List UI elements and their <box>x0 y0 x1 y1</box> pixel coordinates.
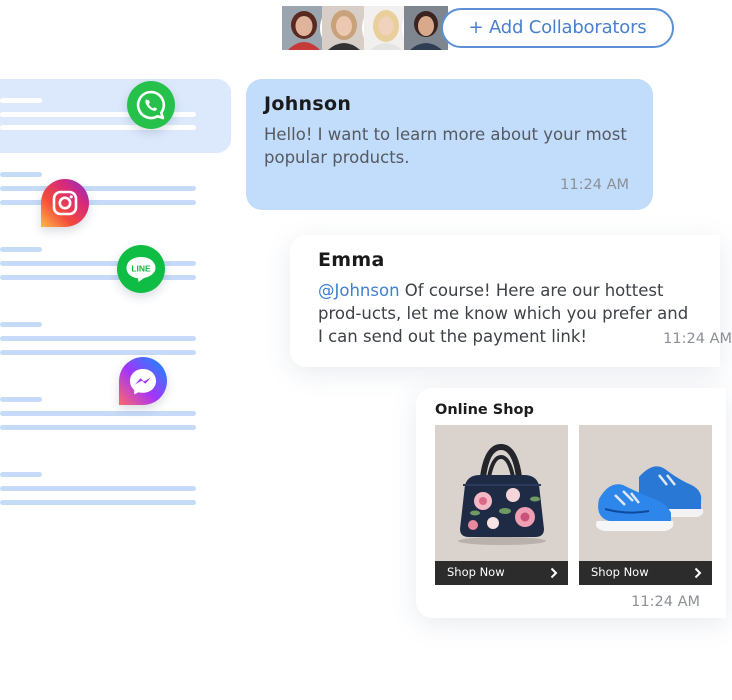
shop-now-button[interactable]: Shop Now <box>435 561 568 585</box>
product-card-bag[interactable]: Shop Now <box>435 425 568 585</box>
list-placeholder-bar <box>0 200 196 205</box>
product-card-sneakers[interactable]: Shop Now <box>579 425 712 585</box>
messenger-icon <box>119 357 167 405</box>
list-placeholder-bar <box>0 350 196 355</box>
conversation-item-active[interactable] <box>0 79 231 153</box>
list-placeholder-bar <box>0 397 42 402</box>
svg-text:LINE: LINE <box>131 264 151 274</box>
collaborator-avatars <box>280 4 460 54</box>
shop-now-label: Shop Now <box>591 565 649 579</box>
message-sender: Emma <box>318 249 385 271</box>
list-placeholder-bar <box>0 98 42 103</box>
message-text: @Johnson Of course! Here are our hottest… <box>318 279 692 348</box>
list-placeholder-bar <box>0 425 196 430</box>
blue-sneakers-image <box>579 425 712 561</box>
collaborator-avatar-3[interactable] <box>362 4 410 52</box>
message-sender: Johnson <box>264 93 352 115</box>
message-time: 11:24 AM <box>631 594 700 610</box>
list-placeholder-bar <box>0 500 196 505</box>
list-placeholder-bar <box>0 411 196 416</box>
list-placeholder-bar <box>0 472 42 477</box>
list-placeholder-bar <box>0 322 42 327</box>
message-bubble-emma: Emma @Johnson Of course! Here are our ho… <box>290 235 732 367</box>
collaborator-avatar-4[interactable] <box>402 4 450 52</box>
message-text: Hello! I want to learn more about your m… <box>264 125 627 167</box>
mention-link[interactable]: @Johnson <box>318 281 400 300</box>
list-placeholder-bar <box>0 125 196 130</box>
list-placeholder-bar <box>0 336 196 341</box>
collaborator-avatar-1[interactable] <box>280 4 328 52</box>
chevron-right-icon <box>550 567 558 579</box>
list-placeholder-bar <box>0 186 196 191</box>
shop-now-button[interactable]: Shop Now <box>579 561 712 585</box>
line-icon: LINE <box>117 245 165 293</box>
list-placeholder-bar <box>0 172 42 177</box>
instagram-icon <box>41 179 89 227</box>
floral-bag-image <box>435 425 568 561</box>
chevron-right-icon <box>694 567 702 579</box>
shop-title: Online Shop <box>435 402 534 418</box>
online-shop-card: Online Shop Shop Now <box>416 388 726 618</box>
message-bubble-johnson: Johnson Hello! I want to learn more abou… <box>246 79 653 210</box>
message-time: 11:24 AM <box>663 331 732 347</box>
list-placeholder-bar <box>0 247 42 252</box>
list-placeholder-bar <box>0 112 196 117</box>
message-body: Of course! Here are our hottest prod-uct… <box>318 281 689 346</box>
add-collaborators-button[interactable]: + Add Collaborators <box>441 8 674 48</box>
shop-now-label: Shop Now <box>447 565 505 579</box>
list-placeholder-bar <box>0 275 196 280</box>
list-placeholder-bar <box>0 261 196 266</box>
message-time: 11:24 AM <box>560 177 629 193</box>
whatsapp-icon <box>127 81 175 129</box>
collaborator-avatar-2[interactable] <box>320 4 368 52</box>
list-placeholder-bar <box>0 486 196 491</box>
